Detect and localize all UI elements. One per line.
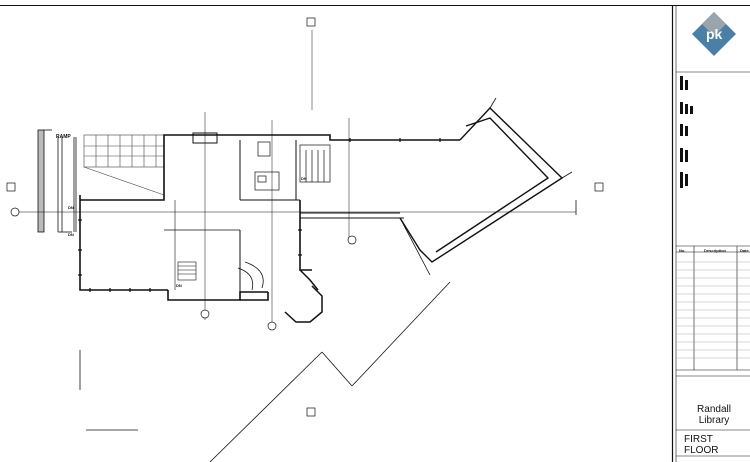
scale-bar [79,350,138,431]
dn-label: DN [68,205,74,210]
building-walls [79,134,460,301]
bay-window [284,269,323,323]
title-block-lines [676,71,750,457]
revision-rows [676,261,750,359]
dn-label: DN [68,232,74,237]
revision-col-date: Date [740,248,749,253]
dn-label: DN [176,283,182,288]
logo-lettering: pk [706,26,723,42]
sheet-title-line2: FLOOR [684,445,719,456]
grid-lines [14,30,576,330]
entry-ramp [37,129,77,233]
section-markers [6,17,604,417]
firm-logo [692,12,736,56]
sheet-border [0,5,750,462]
ramp-label: RAMP [56,134,71,140]
project-name-line1: Randall [697,404,731,415]
hatched-canopy [83,134,165,196]
revision-col-no: No. [679,248,686,253]
project-name-line2: Library [698,415,730,426]
site-lines [209,200,577,462]
revision-col-description: Description [704,248,727,253]
notes-block [680,76,693,188]
small-stair [177,261,197,281]
dn-label: DN [301,176,307,181]
window-marks [78,138,441,292]
sheet-title-line1: FIRST [684,434,713,445]
angled-wing [399,97,573,263]
stair-core [254,141,331,191]
curved-stair [237,261,264,291]
